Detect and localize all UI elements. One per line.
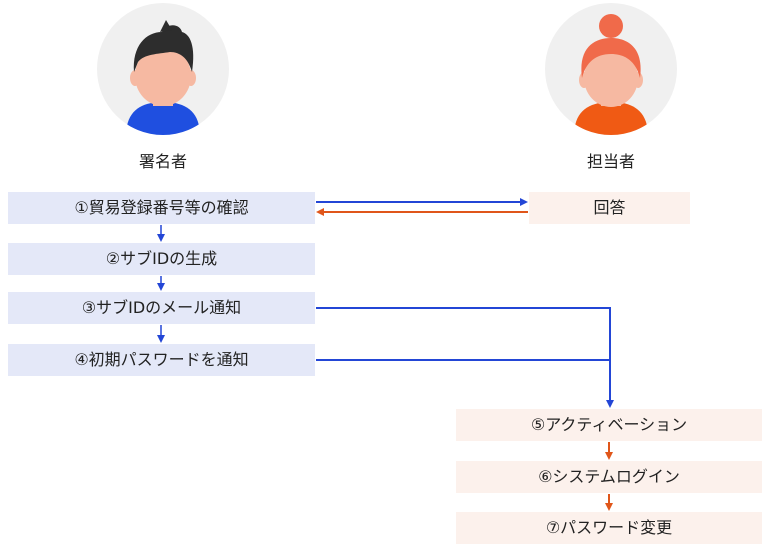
signer-avatar — [96, 2, 230, 136]
step-email-sub-id: ③サブIDのメール通知 — [8, 292, 315, 324]
male-person-icon — [97, 3, 229, 135]
step-confirm-registration: ①貿易登録番号等の確認 — [8, 192, 315, 224]
staff-label: 担当者 — [586, 152, 635, 171]
step-activation: ⑤アクティベーション — [456, 409, 762, 441]
step-system-login: ⑥システムログイン — [456, 461, 762, 493]
female-person-icon — [545, 3, 677, 135]
staff-reply-box: 回答 — [529, 192, 690, 224]
staff-avatar — [544, 2, 678, 136]
step-generate-sub-id: ②サブIDの生成 — [8, 243, 315, 275]
step-change-password: ⑦パスワード変更 — [456, 512, 762, 544]
signer-label: 署名者 — [138, 152, 187, 171]
arrow-email-to-activation — [316, 307, 614, 408]
step-notify-initial-password: ④初期パスワードを通知 — [8, 344, 315, 376]
